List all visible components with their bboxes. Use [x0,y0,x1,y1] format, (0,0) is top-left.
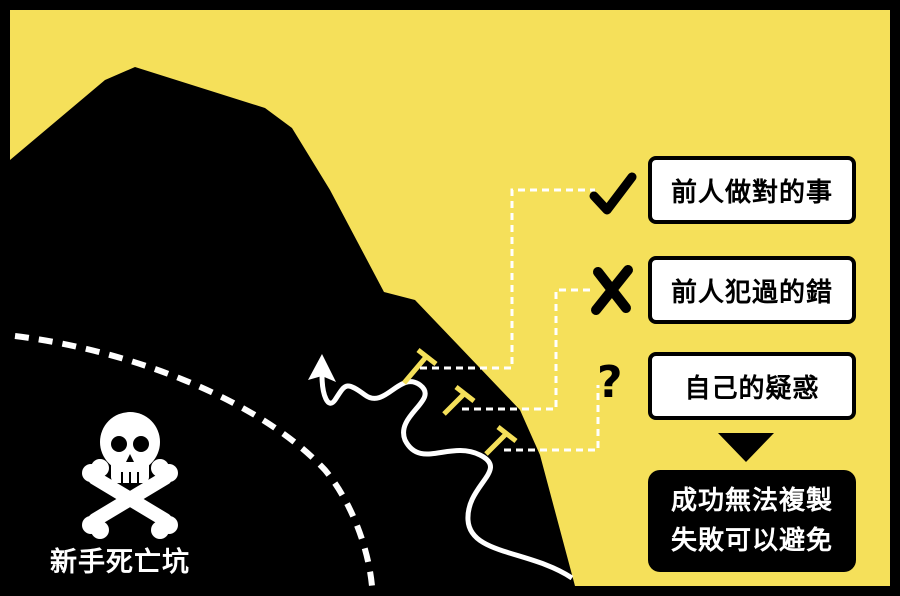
result-box: 成功無法複製 失敗可以避免 [648,470,856,572]
label-right-things: 前人做對的事 [648,156,856,224]
death-pit-label: 新手死亡坑 [50,547,190,578]
result-line-2: 失敗可以避免 [670,526,833,556]
cross-icon [591,265,633,315]
stakes [402,348,518,456]
question-icon: ? [597,357,623,408]
label-mistakes-text: 前人犯過的錯 [670,277,833,308]
pit-boundary-dashed [14,333,375,587]
label-own-doubts: 自己的疑惑 [648,352,856,420]
path-arrowhead-icon [308,354,336,382]
connectors [420,188,600,452]
down-triangle-arrow-icon [718,433,774,462]
label-right-things-text: 前人做對的事 [670,177,833,208]
skull-crossbones-icon [82,412,178,539]
label-mistakes: 前人犯過的錯 [648,256,856,324]
check-icon [589,172,637,215]
label-own-doubts-text: 自己的疑惑 [684,373,820,404]
climbing-path [319,374,574,581]
result-line-1: 成功無法複製 [670,486,833,516]
